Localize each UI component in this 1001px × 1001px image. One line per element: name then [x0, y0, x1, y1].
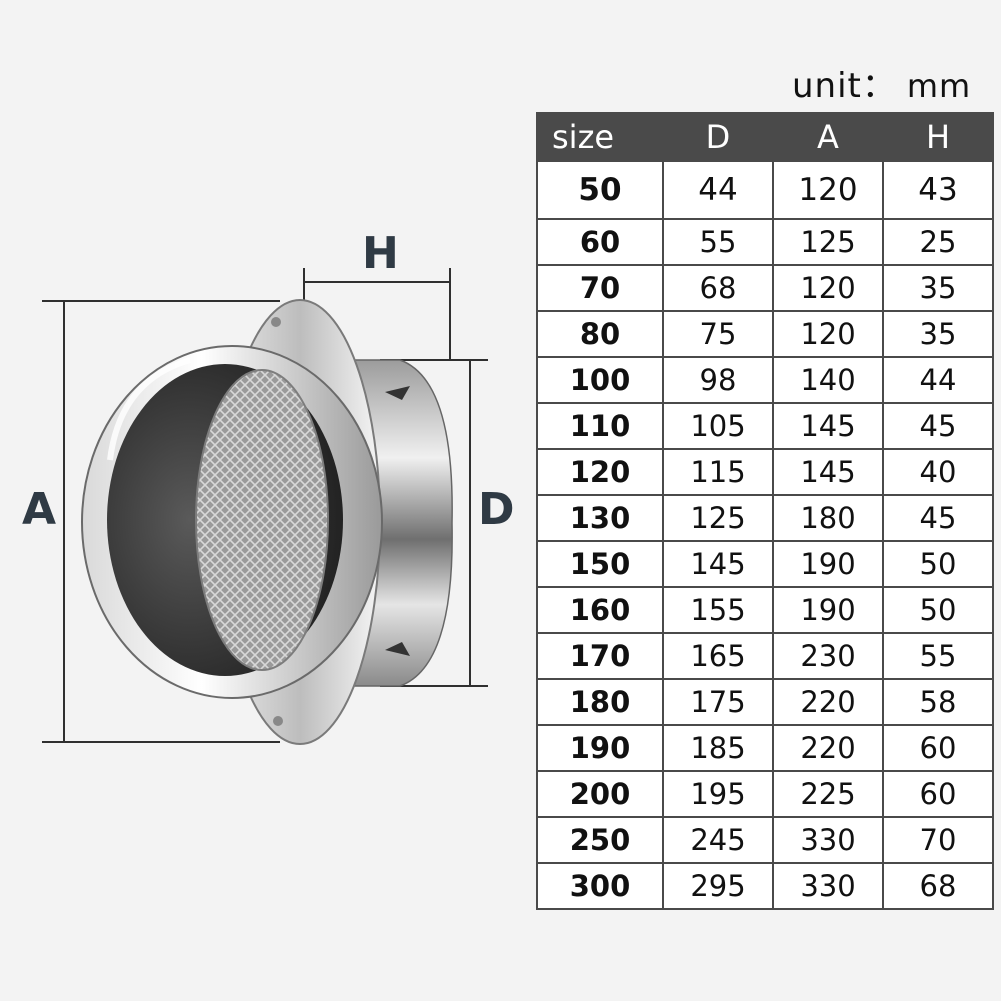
cell-a: 190 — [772, 586, 884, 634]
cell-a: 145 — [772, 402, 884, 450]
cell-size: 70 — [536, 264, 664, 312]
cell-h: 50 — [882, 540, 994, 588]
cell-h: 60 — [882, 770, 994, 818]
cell-a: 330 — [772, 816, 884, 864]
cell-size: 80 — [536, 310, 664, 358]
unit-label: unit：mm — [792, 58, 971, 107]
cell-d: 68 — [662, 264, 774, 312]
cell-d: 165 — [662, 632, 774, 680]
cell-size: 120 — [536, 448, 664, 496]
dimension-label-h: H — [362, 228, 399, 279]
cell-a: 180 — [772, 494, 884, 542]
cell-d: 245 — [662, 816, 774, 864]
cell-h: 70 — [882, 816, 994, 864]
cell-h: 45 — [882, 494, 994, 542]
cell-a: 125 — [772, 218, 884, 266]
cell-h: 55 — [882, 632, 994, 680]
cell-size: 130 — [536, 494, 664, 542]
unit-prefix: unit： — [792, 66, 897, 106]
cell-h: 35 — [882, 310, 994, 358]
cell-h: 50 — [882, 586, 994, 634]
cell-d: 44 — [662, 160, 774, 220]
cell-d: 75 — [662, 310, 774, 358]
cell-d: 185 — [662, 724, 774, 772]
cell-d: 175 — [662, 678, 774, 726]
cell-a: 220 — [772, 724, 884, 772]
unit-value: mm — [906, 67, 972, 105]
cell-d: 155 — [662, 586, 774, 634]
header-d: D — [662, 112, 774, 162]
cell-size: 60 — [536, 218, 664, 266]
cell-h: 60 — [882, 724, 994, 772]
cell-size: 50 — [536, 160, 664, 220]
cell-d: 115 — [662, 448, 774, 496]
header-h: H — [882, 112, 994, 162]
cell-a: 120 — [772, 310, 884, 358]
cell-a: 140 — [772, 356, 884, 404]
cell-a: 190 — [772, 540, 884, 588]
cell-d: 105 — [662, 402, 774, 450]
table-header-row: size D A H — [536, 112, 994, 162]
cell-size: 150 — [536, 540, 664, 588]
cell-d: 125 — [662, 494, 774, 542]
cell-a: 120 — [772, 160, 884, 220]
cell-size: 170 — [536, 632, 664, 680]
cell-d: 98 — [662, 356, 774, 404]
cell-h: 68 — [882, 862, 994, 910]
cell-size: 250 — [536, 816, 664, 864]
cell-a: 330 — [772, 862, 884, 910]
cell-h: 35 — [882, 264, 994, 312]
cell-a: 120 — [772, 264, 884, 312]
header-a: A — [772, 112, 884, 162]
cell-d: 145 — [662, 540, 774, 588]
cell-h: 25 — [882, 218, 994, 266]
dimension-lines — [42, 268, 488, 743]
cell-size: 190 — [536, 724, 664, 772]
cell-size: 160 — [536, 586, 664, 634]
dimension-label-d: D — [478, 484, 515, 535]
dimension-label-a: A — [22, 484, 57, 535]
cell-a: 225 — [772, 770, 884, 818]
cell-size: 300 — [536, 862, 664, 910]
cell-size: 110 — [536, 402, 664, 450]
cell-a: 145 — [772, 448, 884, 496]
cell-h: 45 — [882, 402, 994, 450]
cell-d: 55 — [662, 218, 774, 266]
cell-size: 200 — [536, 770, 664, 818]
cell-d: 295 — [662, 862, 774, 910]
cell-h: 44 — [882, 356, 994, 404]
cell-d: 195 — [662, 770, 774, 818]
cell-h: 58 — [882, 678, 994, 726]
cell-h: 43 — [882, 160, 994, 220]
cell-h: 40 — [882, 448, 994, 496]
header-size: size — [536, 112, 664, 162]
cell-size: 100 — [536, 356, 664, 404]
cell-size: 180 — [536, 678, 664, 726]
cell-a: 230 — [772, 632, 884, 680]
cell-a: 220 — [772, 678, 884, 726]
